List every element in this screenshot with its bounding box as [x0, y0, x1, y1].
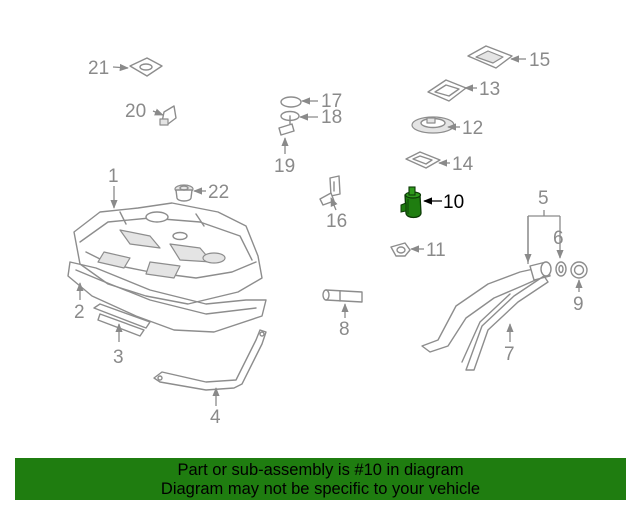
part-7-breather-pipe[interactable]: [461, 275, 549, 371]
callout-4: 4: [210, 407, 221, 428]
part-17-ring[interactable]: [280, 96, 302, 108]
callout-15: 15: [529, 50, 550, 71]
part-5-filler-neck[interactable]: [421, 261, 552, 353]
callout-3: 3: [113, 347, 124, 368]
part-9-fuel-cap[interactable]: [570, 261, 588, 279]
banner-line-1: Part or sub-assembly is #10 in diagram: [177, 461, 464, 479]
callout-11: 11: [426, 240, 446, 261]
part-18-sender[interactable]: [278, 110, 300, 136]
part-6-gasket[interactable]: [555, 261, 567, 277]
callout-20: 20: [125, 101, 146, 122]
callout-8: 8: [339, 319, 350, 340]
callout-1: 1: [108, 166, 119, 187]
callout-14: 14: [452, 154, 474, 175]
part-1-fuel-tank[interactable]: [73, 202, 263, 305]
part-12-plate[interactable]: [411, 116, 455, 134]
part-15-cover[interactable]: [467, 45, 513, 69]
callout-9: 9: [573, 294, 584, 315]
callout-7: 7: [504, 344, 515, 365]
callout-19: 19: [274, 156, 295, 177]
part-10-fuel-pump[interactable]: [400, 186, 422, 219]
part-13-gasket[interactable]: [427, 79, 467, 102]
part-20-bracket[interactable]: [159, 105, 177, 126]
part-2-protector[interactable]: [67, 261, 267, 333]
callout-13: 13: [479, 79, 500, 100]
callout-12: 12: [462, 118, 483, 139]
callout-5: 5: [538, 188, 549, 209]
part-4-tank-band[interactable]: [153, 329, 267, 391]
part-14-gasket[interactable]: [405, 151, 441, 169]
part-8-hose[interactable]: [322, 289, 363, 303]
callout-10: 10: [443, 192, 464, 213]
part-16-bracket[interactable]: [319, 175, 341, 206]
part-21-gasket[interactable]: [129, 57, 163, 77]
callout-18: 18: [321, 107, 342, 128]
parts-diagram: 21 20 17 18 19 15 13 12: [67, 45, 588, 428]
banner-line-2: Diagram may not be specific to your vehi…: [160, 480, 481, 498]
part-22-cap[interactable]: [174, 184, 194, 202]
callout-17: 17: [321, 91, 342, 112]
part-11-clamp[interactable]: [390, 242, 411, 257]
callout-16: 16: [326, 211, 347, 232]
callout-21: 21: [88, 58, 109, 79]
callout-2: 2: [74, 302, 85, 323]
callout-22: 22: [208, 182, 229, 203]
callout-6: 6: [553, 228, 564, 249]
info-banner: Part or sub-assembly is #10 in diagram D…: [15, 458, 626, 500]
part-3-bracket[interactable]: [93, 303, 151, 337]
